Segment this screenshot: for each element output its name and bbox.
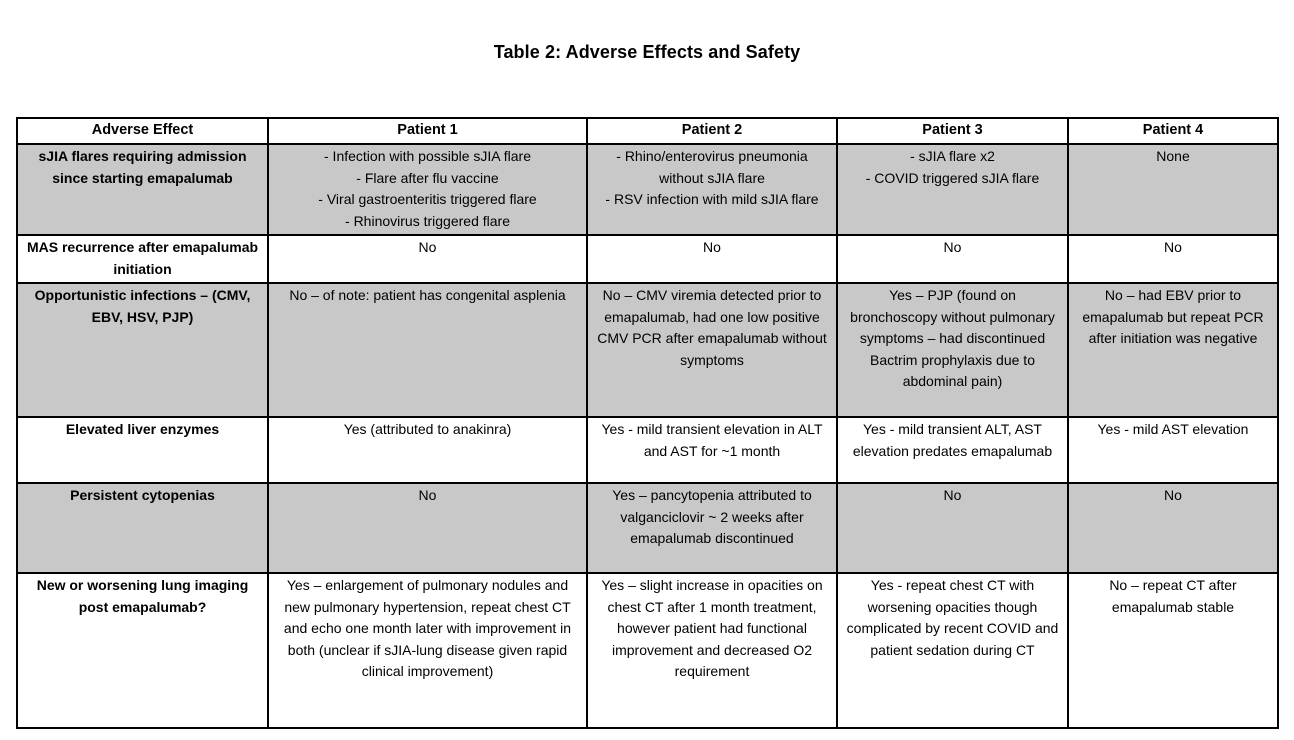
table-row-persistent-cytopenias: Persistent cytopenias No Yes – pancytope… <box>16 482 1279 574</box>
page-title: Table 2: Adverse Effects and Safety <box>493 42 801 62</box>
table-row-opportunistic-infections: Opportunistic infections – (CMV, EBV, HS… <box>16 282 1279 418</box>
table-cell: Yes - mild transient elevation in ALT an… <box>586 416 838 484</box>
table-cell: Yes – enlargement of pulmonary nodules a… <box>267 572 588 729</box>
table-cell: Yes – pancytopenia attributed to valganc… <box>586 482 838 574</box>
row-label: MAS recurrence after emapalumab initiati… <box>16 234 269 284</box>
table-cell: No – of note: patient has congenital asp… <box>267 282 588 418</box>
table-cell: Yes - mild AST elevation <box>1067 416 1279 484</box>
table-cell: No <box>267 234 588 284</box>
table-cell: No <box>1067 482 1279 574</box>
table-cell: Yes – slight increase in opacities on ch… <box>586 572 838 729</box>
table-cell: - Rhino/enterovirus pneumonia without sJ… <box>586 143 838 236</box>
adverse-effects-table: Adverse Effect Patient 1 Patient 2 Patie… <box>16 117 1279 729</box>
table-cell: No <box>836 482 1069 574</box>
table-row-lung-imaging: New or worsening lung imaging post emapa… <box>16 572 1279 729</box>
row-label: Persistent cytopenias <box>16 482 269 574</box>
table-cell: No <box>586 234 838 284</box>
table-cell: - sJIA flare x2 - COVID triggered sJIA f… <box>836 143 1069 236</box>
table-cell: No <box>1067 234 1279 284</box>
table-cell: - Infection with possible sJIA flare - F… <box>267 143 588 236</box>
row-label: Elevated liver enzymes <box>16 416 269 484</box>
table-cell: No <box>267 482 588 574</box>
table-cell: Yes - repeat chest CT with worsening opa… <box>836 572 1069 729</box>
table-cell: No <box>836 234 1069 284</box>
row-label: New or worsening lung imaging post emapa… <box>16 572 269 729</box>
column-header-patient-1: Patient 1 <box>267 117 588 145</box>
column-header-patient-2: Patient 2 <box>586 117 838 145</box>
column-header-patient-3: Patient 3 <box>836 117 1069 145</box>
table-cell: Yes – PJP (found on bronchoscopy without… <box>836 282 1069 418</box>
table-row-sjia-flares: sJIA flares requiring admission since st… <box>16 143 1279 236</box>
table-cell: No – had EBV prior to emapalumab but rep… <box>1067 282 1279 418</box>
table-cell: No – repeat CT after emapalumab stable <box>1067 572 1279 729</box>
table-cell: Yes (attributed to anakinra) <box>267 416 588 484</box>
column-header-patient-4: Patient 4 <box>1067 117 1279 145</box>
row-label: Opportunistic infections – (CMV, EBV, HS… <box>16 282 269 418</box>
table-cell: None <box>1067 143 1279 236</box>
row-label: sJIA flares requiring admission since st… <box>16 143 269 236</box>
column-header-adverse-effect: Adverse Effect <box>16 117 269 145</box>
table-cell: No – CMV viremia detected prior to emapa… <box>586 282 838 418</box>
table-header-row: Adverse Effect Patient 1 Patient 2 Patie… <box>16 117 1279 145</box>
table-row-elevated-liver-enzymes: Elevated liver enzymes Yes (attributed t… <box>16 416 1279 484</box>
table-row-mas-recurrence: MAS recurrence after emapalumab initiati… <box>16 234 1279 284</box>
table-cell: Yes - mild transient ALT, AST elevation … <box>836 416 1069 484</box>
